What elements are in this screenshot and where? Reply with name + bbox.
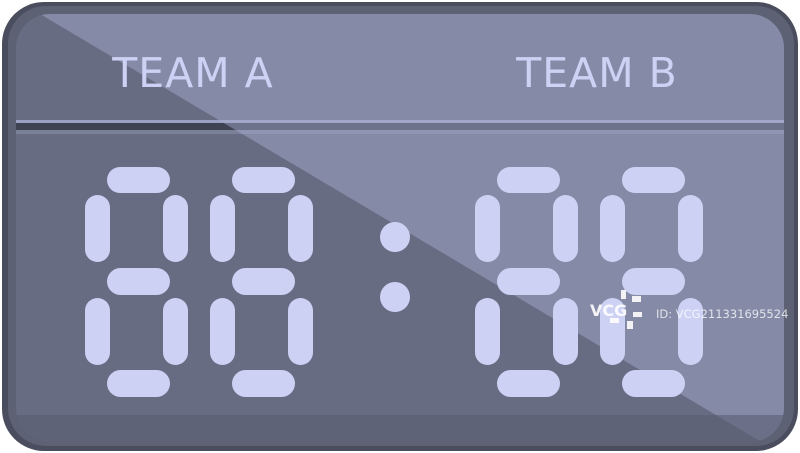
- digit-2-segment-lower-right: [288, 298, 313, 365]
- digit-2-segment-top: [232, 167, 295, 193]
- colon-dot-bottom: [380, 282, 410, 312]
- score-digits: [85, 167, 703, 397]
- digit-1-segment-middle: [107, 268, 170, 295]
- digit-4-segment-upper-left: [600, 195, 625, 262]
- digit-1-segment-top: [107, 167, 170, 193]
- digit-1-segment-lower-right: [163, 298, 188, 365]
- team-b-label: TEAM B: [515, 49, 678, 97]
- digit-2-segment-upper-left: [210, 195, 235, 262]
- digit-2-segment-upper-right: [288, 195, 313, 262]
- digit-2-segment-bottom: [232, 370, 295, 397]
- digit-3-segment-upper-left: [475, 195, 500, 262]
- digit-1-segment-lower-left: [85, 298, 110, 365]
- watermark-id: ID: VCG211331695524: [656, 307, 788, 321]
- digit-3-segment-middle: [497, 268, 560, 295]
- digit-1-segment-upper-left: [85, 195, 110, 262]
- digit-3-segment-upper-right: [553, 195, 578, 262]
- digit-4-segment-upper-right: [678, 195, 703, 262]
- digit-4-segment-top: [622, 167, 685, 193]
- digit-4-segment-middle: [622, 268, 685, 295]
- digit-3-segment-lower-left: [475, 298, 500, 365]
- digit-2-segment-lower-left: [210, 298, 235, 365]
- watermark: VCG ID: VCG211331695524: [590, 290, 788, 329]
- header-divider: [16, 122, 784, 131]
- digit-3-segment-top: [497, 167, 560, 193]
- digit-4-segment-lower-right: [678, 298, 703, 365]
- digit-4-segment-lower-left: [600, 298, 625, 365]
- team-a-label: TEAM A: [111, 49, 273, 97]
- digit-3-segment-bottom: [497, 370, 560, 397]
- digit-1-segment-bottom: [107, 370, 170, 397]
- digit-2-segment-middle: [232, 268, 295, 295]
- colon-dot-top: [380, 222, 410, 252]
- watermark-logo: VCG: [590, 301, 627, 320]
- digit-1-segment-upper-right: [163, 195, 188, 262]
- watermark-burst-icon: [610, 290, 642, 329]
- digit-4-segment-bottom: [622, 370, 685, 397]
- digit-3-segment-lower-right: [553, 298, 578, 365]
